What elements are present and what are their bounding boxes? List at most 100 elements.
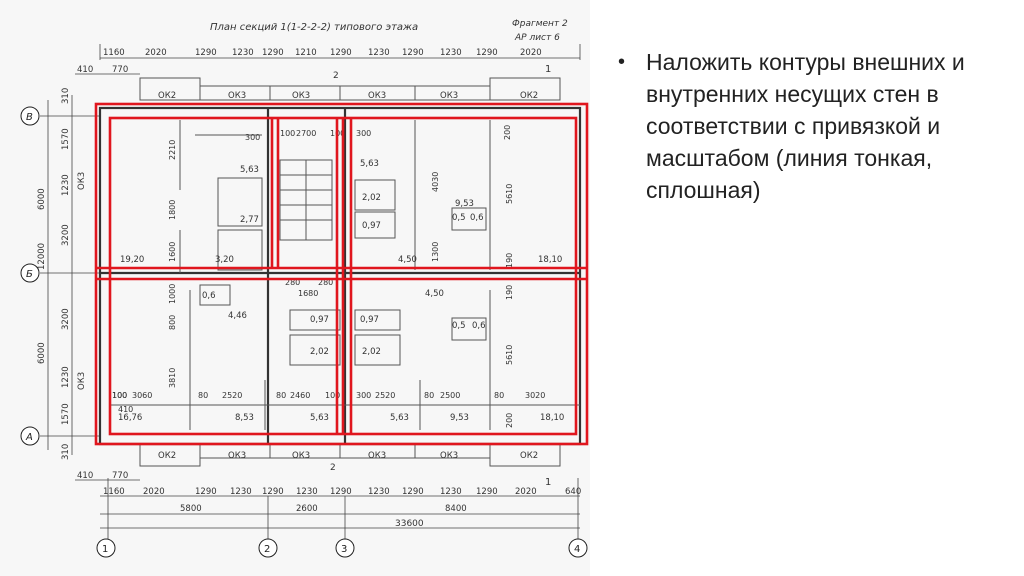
floor-plan-drawing: План секций 1(1-2-2-2) типового этажа Фр… <box>20 19 589 558</box>
overlay-outer-contour <box>94 102 589 446</box>
top-dimension: 2020 <box>145 48 167 58</box>
inner-dimension: 1600 <box>168 242 177 262</box>
inner-dimension: 100 <box>112 391 127 400</box>
inner-dimension: 2210 <box>168 140 177 160</box>
top-dimension-2: 770 <box>112 65 128 75</box>
section-mark-top: 2 <box>333 71 339 81</box>
inner-dimension: 100 <box>280 129 295 138</box>
bottom-dimension: 2600 <box>296 504 318 514</box>
bottom-window-label: ОК2 <box>158 451 176 461</box>
top-window-label: ОК3 <box>228 91 246 101</box>
left-dimension: 3200 <box>61 308 71 330</box>
inner-dimension: 100 <box>325 391 340 400</box>
room-area: 18,10 <box>540 413 564 423</box>
room-area: 2,02 <box>362 347 381 357</box>
left-dimension-lines <box>40 95 100 455</box>
bottom-dimension: 8400 <box>445 504 467 514</box>
inner-dimension: 200 <box>503 125 512 140</box>
room-area: 0,6 <box>470 213 484 223</box>
bottom-dimension: 1290 <box>262 487 284 497</box>
inner-dimension: 280 <box>285 278 300 287</box>
bottom-dimension: 410 <box>77 471 93 481</box>
bullet-marker: • <box>618 51 626 73</box>
bottom-dimension: 1290 <box>476 487 498 497</box>
top-dimension: 1230 <box>232 48 254 58</box>
room-area: 0,97 <box>360 315 379 325</box>
left-dimension: 3200 <box>61 224 71 246</box>
sheet-label: АР лист 6 <box>514 33 560 43</box>
inner-dimension: 1680 <box>298 289 318 298</box>
section-mark-bottom-right: 1 <box>545 477 551 488</box>
left-dimension: 310 <box>61 88 71 104</box>
bottom-window-label: ОК3 <box>440 451 458 461</box>
room-area: 0,5 <box>452 213 466 223</box>
bottom-dimension: 1230 <box>440 487 462 497</box>
inner-dimension: 2520 <box>375 391 395 400</box>
room-area: 8,53 <box>235 413 254 423</box>
top-dimension: 1210 <box>295 48 317 58</box>
top-window-label: ОК3 <box>440 91 458 101</box>
bottom-dimension: 1290 <box>330 487 352 497</box>
red-wall-overlay <box>94 102 589 446</box>
top-dimension: 2020 <box>520 48 542 58</box>
room-area: 0,6 <box>202 291 216 301</box>
room-area: 16,76 <box>118 413 142 423</box>
axis-row-v: В <box>26 112 33 123</box>
room-area: 4,50 <box>425 289 444 299</box>
bottom-dimension: 770 <box>112 471 128 481</box>
slide-bullet: • Наложить контуры внешних и внутренних … <box>618 46 998 206</box>
top-dimension: 1230 <box>440 48 462 58</box>
room-area: 9,53 <box>450 413 469 423</box>
axis-col-4: 4 <box>574 544 580 555</box>
inner-dimension: 80 <box>198 391 208 400</box>
inner-dimension: 1800 <box>168 200 177 220</box>
top-dimension-2: 410 <box>77 65 93 75</box>
room-area: 3,20 <box>215 255 234 265</box>
bottom-dimension: 1290 <box>195 487 217 497</box>
inner-dimension: 3810 <box>168 368 177 388</box>
bottom-dimension: 2020 <box>143 487 165 497</box>
axis-row-b: Б <box>26 269 33 280</box>
bottom-dimension-labels-1: 410 770 <box>77 471 128 481</box>
inner-dimension: 2520 <box>222 391 242 400</box>
room-area: 5,63 <box>390 413 409 423</box>
axis-col-1: 1 <box>102 544 108 555</box>
top-window-label: ОК3 <box>292 91 310 101</box>
axis-row-a: А <box>25 432 33 443</box>
inner-dimension: 100 <box>112 391 127 400</box>
room-area: 2,02 <box>362 193 381 203</box>
axis-col-2: 2 <box>264 544 270 555</box>
left-overall-dimension: 12000 <box>37 243 47 270</box>
bottom-dimension: 5800 <box>180 504 202 514</box>
left-dimension: 1230 <box>61 174 71 196</box>
section-mark-top-right: 1 <box>545 64 551 75</box>
inner-dimension: 3060 <box>132 391 152 400</box>
room-area: 0,97 <box>310 315 329 325</box>
axis-col-3: 3 <box>341 544 347 555</box>
top-dimension: 1230 <box>368 48 390 58</box>
top-window-label: ОК3 <box>368 91 386 101</box>
top-dimension: 1160 <box>103 48 125 58</box>
inner-dimension: 1300 <box>431 242 440 262</box>
section-mark-bottom: 2 <box>330 463 336 473</box>
top-dimension: 1290 <box>476 48 498 58</box>
bottom-dimension: 640 <box>565 487 581 497</box>
room-area: 4,50 <box>398 255 417 265</box>
bottom-dimension: 1230 <box>230 487 252 497</box>
inner-dimension: 2700 <box>296 129 316 138</box>
bullet-text: Наложить контуры внешних и внутренних не… <box>646 49 965 203</box>
room-area: 0,5 <box>452 321 466 331</box>
row-axis-markers <box>20 106 40 446</box>
top-dimension-lines <box>75 44 581 75</box>
inner-dimension: 3020 <box>525 391 545 400</box>
top-window-label: ОК2 <box>520 91 538 101</box>
fragment-label: Фрагмент 2 <box>512 19 568 29</box>
room-area: 5,63 <box>360 159 379 169</box>
top-bays <box>139 77 561 101</box>
bottom-dimension: 1160 <box>103 487 125 497</box>
inner-dimension: 5610 <box>505 345 514 365</box>
